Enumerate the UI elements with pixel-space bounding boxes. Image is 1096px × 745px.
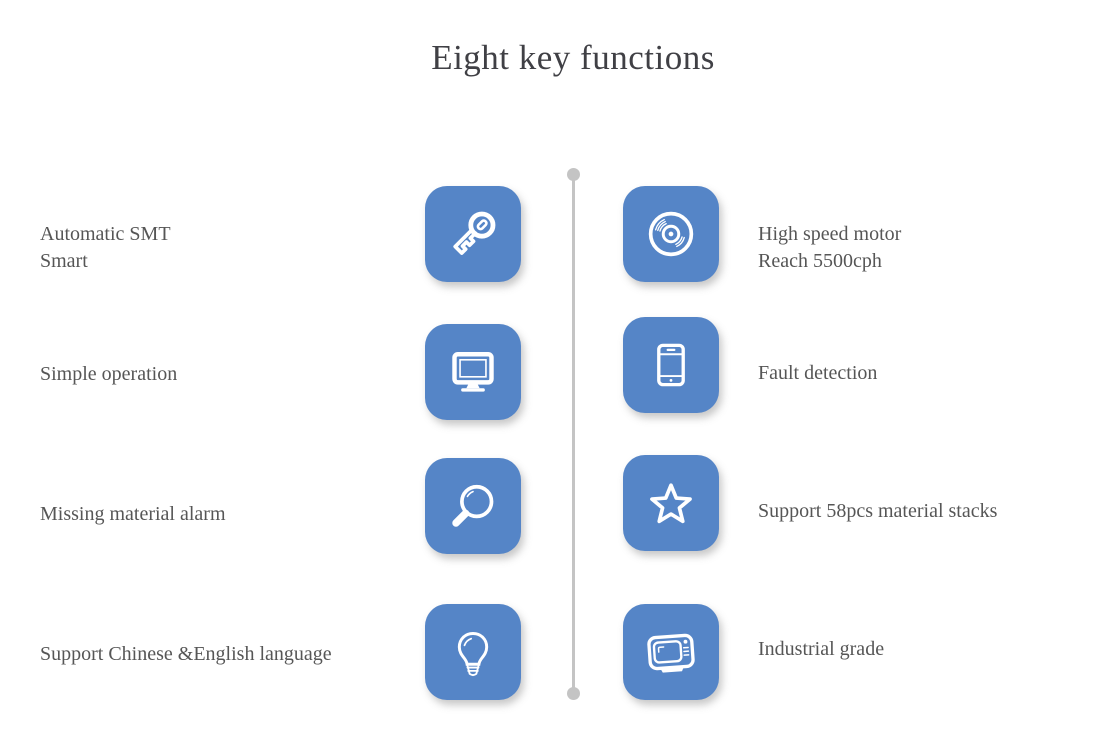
timeline-top-dot xyxy=(566,167,580,181)
feature-label-line: Industrial grade xyxy=(758,638,885,660)
timeline-line xyxy=(571,174,575,692)
feature-tile-automatic-smt xyxy=(425,186,521,282)
feature-label-line: Reach 5500cph xyxy=(758,250,882,272)
feature-label-simple-operation: Simple operation xyxy=(40,361,177,388)
key-icon xyxy=(453,211,496,255)
feature-tile-fault-detection xyxy=(623,317,719,413)
feature-tile-high-speed-motor xyxy=(623,186,719,282)
feature-tile-missing-material-alarm xyxy=(425,458,521,554)
monitor-icon xyxy=(452,352,494,392)
timeline-bottom-dot xyxy=(566,686,580,700)
disc-icon xyxy=(648,211,694,257)
feature-tile-simple-operation xyxy=(425,324,521,420)
feature-label-line: Smart xyxy=(40,250,88,272)
feature-label-line: Support 58pcs material stacks xyxy=(758,500,998,522)
feature-label-language-support: Support Chinese &English language xyxy=(40,641,332,668)
feature-tile-material-stacks xyxy=(623,455,719,551)
feature-label-line: High speed motor xyxy=(758,223,902,245)
feature-tile-language-support xyxy=(425,604,521,700)
phone-icon xyxy=(657,343,685,387)
feature-label-line: Automatic SMT xyxy=(40,223,171,245)
feature-label-industrial-grade: Industrial grade xyxy=(758,636,884,663)
tv-icon xyxy=(647,633,695,673)
lightbulb-icon xyxy=(457,632,489,677)
feature-label-missing-material-alarm: Missing material alarm xyxy=(40,501,226,528)
feature-label-automatic-smt: Automatic SMT Smart xyxy=(40,221,171,275)
feature-label-line: Simple operation xyxy=(40,363,178,385)
feature-label-line: Missing material alarm xyxy=(40,503,226,525)
feature-label-line: Fault detection xyxy=(758,362,878,384)
feature-label-fault-detection: Fault detection xyxy=(758,360,877,387)
star-icon xyxy=(650,483,692,524)
feature-tile-industrial-grade xyxy=(623,604,719,700)
page-title: Eight key functions xyxy=(431,38,715,77)
feature-label-line: Support Chinese &English language xyxy=(40,643,332,665)
feature-label-high-speed-motor: High speed motor Reach 5500cph xyxy=(758,221,901,275)
magnifier-icon xyxy=(452,484,494,527)
feature-label-material-stacks: Support 58pcs material stacks xyxy=(758,498,997,525)
